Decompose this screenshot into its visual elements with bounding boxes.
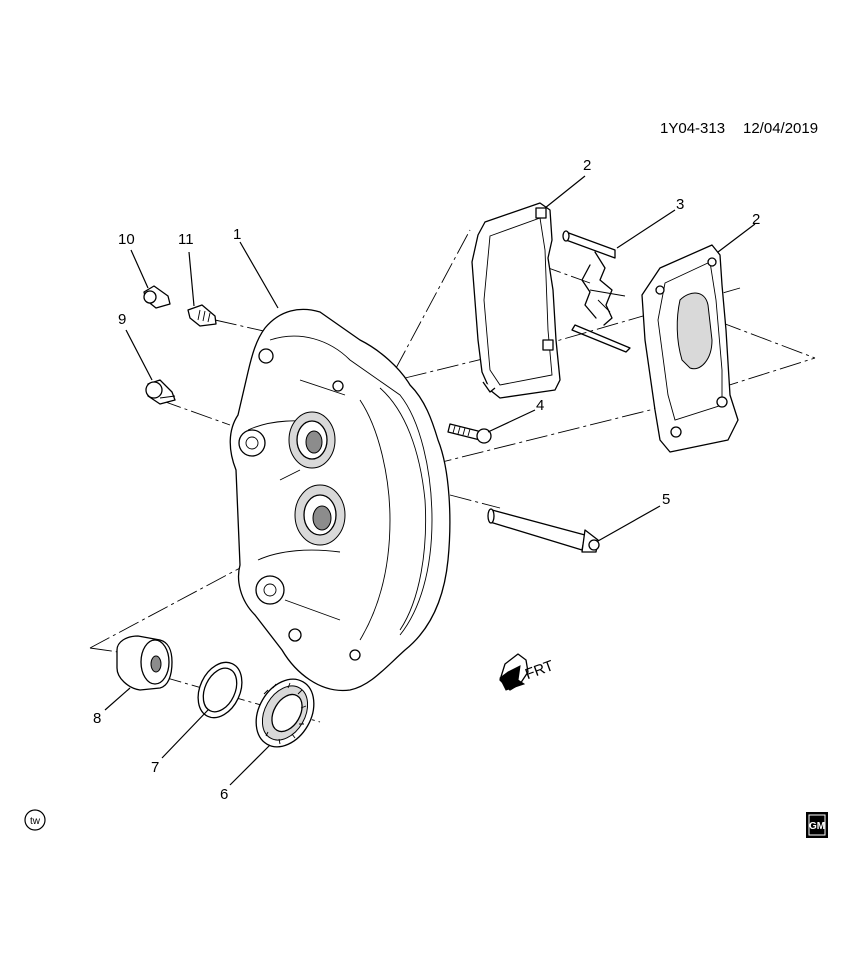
- bleeder-10: [143, 285, 171, 309]
- piston-seal: [197, 661, 243, 719]
- callout-2-inner-pad: 2: [583, 157, 591, 174]
- leader-lines: [104, 175, 756, 786]
- tw-badge-text: tw: [30, 816, 41, 827]
- callout-4: 4: [536, 397, 544, 414]
- callout-6: 6: [220, 786, 228, 803]
- diagram-reference-number: 1Y04-313: [660, 120, 725, 137]
- piston: [116, 635, 173, 691]
- diagram-date: 12/04/2019: [743, 120, 818, 137]
- callouts: 1 2 2 3 4 5 6 7 8 9 10 11: [93, 157, 760, 803]
- caliper-body: [229, 308, 451, 692]
- dust-boot: [255, 678, 315, 748]
- callout-10: 10: [118, 231, 135, 248]
- callout-1: 1: [233, 226, 241, 243]
- callout-11: 11: [178, 231, 194, 248]
- front-direction-arrow-icon: FRT: [499, 653, 556, 691]
- callout-8: 8: [93, 710, 101, 727]
- callout-7: 7: [151, 759, 159, 776]
- callout-9: 9: [118, 311, 126, 328]
- brake-pad-outer: [641, 244, 739, 453]
- tw-badge-icon: tw: [24, 809, 46, 831]
- guide-pin: [487, 508, 600, 553]
- callout-2-outer-pad: 2: [752, 211, 760, 228]
- callout-3: 3: [676, 196, 684, 213]
- gm-logo-icon: GM: [806, 812, 828, 838]
- pad-retainer-spring: [562, 230, 631, 353]
- callout-5: 5: [662, 491, 670, 508]
- front-arrow-label: FRT: [523, 657, 556, 683]
- brake-pad-inner: [471, 202, 561, 399]
- bleeder-screw-11: [187, 304, 217, 327]
- gm-logo-text: GM: [809, 821, 825, 832]
- fitting-9: [145, 379, 176, 405]
- small-bolt: [447, 423, 492, 444]
